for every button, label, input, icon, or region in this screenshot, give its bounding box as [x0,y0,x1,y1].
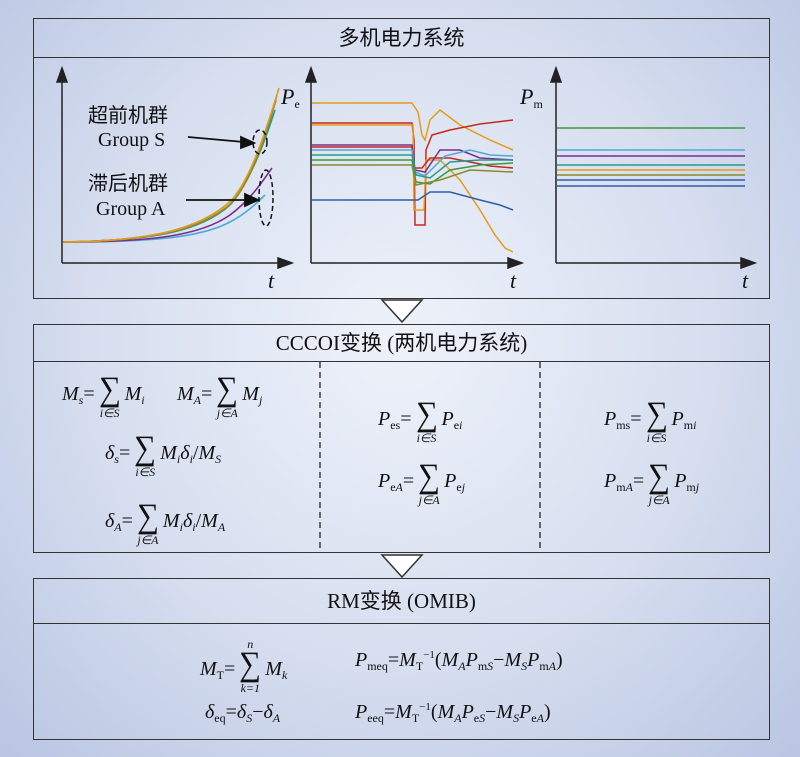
mid-orange [312,102,514,151]
panel1-title: 多机电力系统 [34,19,769,58]
formula-delta-eq: δeq=δS−δA [205,701,281,725]
chart-left-axes [55,65,295,270]
chart-mid-axes [304,65,525,270]
panel2-title: CCCOI变换 (两机电力系统) [34,325,769,362]
mid-teal [312,154,513,179]
chart-right-xlabel: t [742,268,749,293]
mid-purple [312,144,514,173]
group-s-ellipse [252,129,268,155]
panel2-dividers [319,362,541,552]
group-s-label-en: Group S [98,129,166,151]
curve-orange [62,87,280,243]
cccoi-panel: CCCOI变换 (两机电力系统) [33,324,770,553]
curve-purple [62,167,273,243]
chart-right-ylabel: Pm [520,84,543,111]
chart-mid-curves [312,102,514,253]
annotation-arrows [186,135,261,208]
rm-panel: RM变换 (OMIB) [33,578,770,740]
chart-left-curves [62,87,280,243]
group-a-label-en: Group A [96,198,166,220]
mid-lightblue [312,149,514,177]
panel3-title: RM变换 (OMIB) [34,579,769,624]
group-s-label-cn: 超前机群 [88,103,168,127]
mid-olive [312,164,514,186]
multi-machine-panel: 多机电力系统 [33,18,770,299]
formula-pmeq: Pmeq=MT−1(MAPmS−MSPmA) [355,649,563,673]
chart-mid-xlabel: t [510,268,517,293]
chart-left-xlabel: t [268,268,275,293]
pe-trajectory-chart [55,65,758,270]
chart-right-lines [557,127,745,187]
chart-right-axes [549,65,758,270]
down-arrow-1 [380,299,424,324]
group-a-label-cn: 滞后机群 [88,171,168,195]
chart-left-ylabel: Pe [281,84,300,111]
mid-green [312,159,514,185]
formula-peeq: Peeq=MT−1(MAPeS−MSPeA) [355,701,551,725]
group-a-ellipse [258,169,274,227]
down-arrow-2 [380,554,424,579]
mid-blue [312,191,514,211]
